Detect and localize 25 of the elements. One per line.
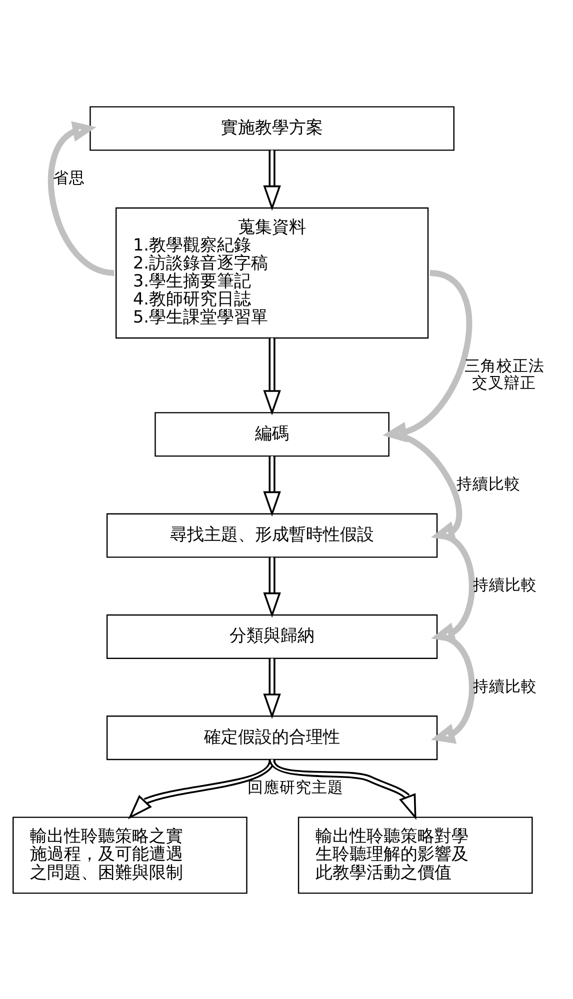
arrow <box>430 633 475 744</box>
arrow <box>263 150 281 210</box>
arrow <box>263 556 281 618</box>
arrow <box>263 658 281 718</box>
arrow <box>263 338 281 415</box>
arrow <box>268 758 416 820</box>
node-box: 尋找主題、形成暫時性假設 <box>106 512 438 558</box>
node-box: 輸出性聆聽策略之實施過程，及可能遭遇之問題、困難與限制 <box>12 816 248 894</box>
edge-label: 持續比較 <box>473 574 538 594</box>
edge-label: 省思 <box>52 168 85 187</box>
node-box: 分類與歸納 <box>106 614 438 658</box>
edge-label: 三角校正法交叉辯正 <box>464 356 545 392</box>
arrow <box>263 456 281 516</box>
node-box: 實施教學方案 <box>90 106 454 150</box>
arrow <box>430 532 475 642</box>
arrow <box>128 758 276 819</box>
edge-label: 持續比較 <box>473 676 538 695</box>
node-box: 確定假設的合理性 <box>106 715 438 760</box>
node-box: 編碼 <box>154 412 390 456</box>
node-box: 輸出性聆聽策略對學生聆聽理解的影響及此教學活動之價值 <box>298 816 533 894</box>
arrow <box>48 120 115 276</box>
edge-label: 回應研究主題 <box>247 777 344 796</box>
arrow <box>382 270 472 442</box>
node-box: 蒐集資料 1.教學觀察紀錄 2.訪談錄音逐字稿 3.學生摘要筆記 4.教師研究日誌 5.學生課堂學習單 <box>116 206 429 338</box>
edge-label: 持續比較 <box>456 474 520 493</box>
